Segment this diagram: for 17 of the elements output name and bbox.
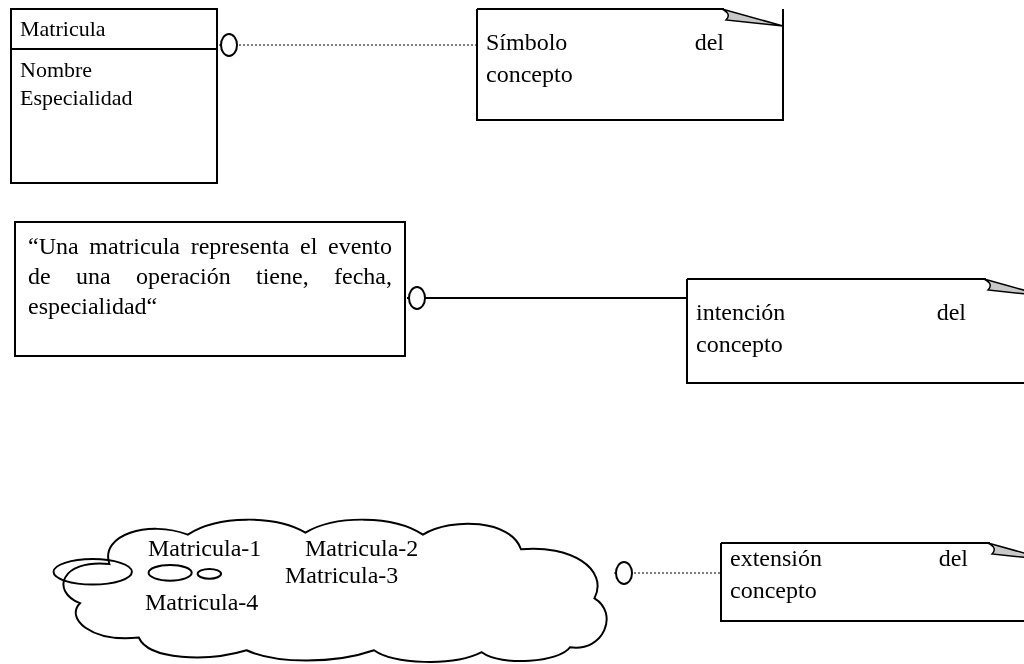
note-box (686, 278, 1024, 384)
note-text: Símbolo del concepto (486, 28, 724, 89)
cloud-text: Matricula-4 (145, 589, 259, 615)
note-box (476, 8, 784, 121)
class-name: Matricula (12, 10, 216, 50)
definition-box: “Una matricula representa el evento de una operación tiene, fecha, especialidad“ (14, 221, 406, 357)
connector-line (218, 33, 477, 57)
connector-line (406, 286, 687, 310)
connector-line (613, 561, 721, 585)
cloud-text: Matricula-1 (148, 535, 262, 561)
note-box (720, 542, 1024, 622)
cloud-text: Matricula-2 (305, 535, 419, 561)
note-text: extensión del concepto (730, 544, 968, 605)
cloud-text: Matricula-3 (285, 562, 399, 588)
note-text: intención del concepto (696, 298, 966, 359)
class-attributes: Nombre Especialidad (19, 56, 134, 112)
class-box (10, 8, 218, 184)
